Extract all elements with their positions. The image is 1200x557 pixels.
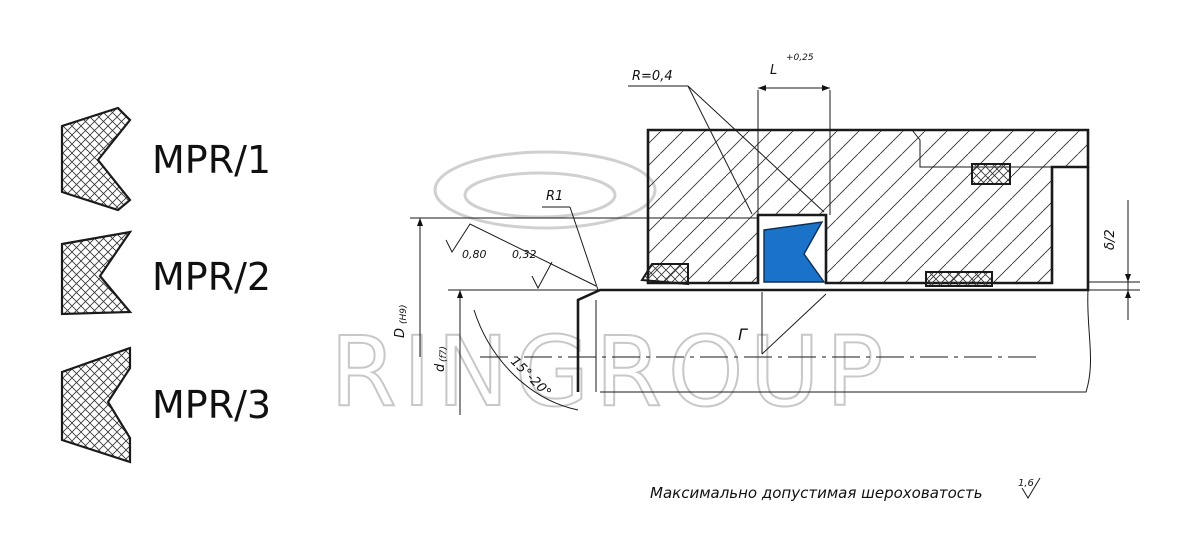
seal-cross-section — [763, 221, 826, 283]
rod-diameter-label: d — [433, 363, 448, 372]
profile-mpr-3: MPR/3 — [60, 346, 271, 464]
profile-mpr-2: MPR/2 — [60, 230, 271, 316]
seal-in-groove — [763, 221, 826, 283]
roughness-note-text: Максимально допустимая шероховатость — [650, 484, 983, 502]
roughness-032-label: 0,32 — [512, 248, 537, 261]
roughness-note: Максимально допустимая шероховатость 1,6 — [650, 477, 1041, 502]
groove-width-label: L — [770, 63, 777, 78]
housing — [640, 128, 1090, 287]
profile-label: MPR/1 — [152, 138, 271, 182]
groove-radius-label: R=0,4 — [632, 69, 673, 84]
v-lip-seal-profile-icon — [60, 106, 132, 212]
gamma-label: Г — [738, 325, 748, 344]
profile-label: MPR/2 — [152, 255, 271, 299]
corner-radius-label: R1 — [546, 189, 563, 204]
watermark-text: RINGROUP — [330, 316, 890, 428]
v-lip-seal-notched-profile-icon — [60, 230, 133, 316]
roughness-symbol-icon — [1021, 477, 1041, 499]
roughness-note-value: 1,6 — [1018, 478, 1034, 489]
clearance-label: δ/2 — [1103, 229, 1118, 250]
profile-label: MPR/3 — [152, 383, 271, 427]
rod-diameter-tolerance: (f7) — [439, 346, 449, 362]
v-lip-seal-square-base-profile-icon — [60, 346, 132, 464]
roughness-080-label: 0,80 — [462, 248, 487, 261]
groove-width-tolerance: +0,25 — [786, 53, 814, 63]
profile-mpr-1: MPR/1 — [60, 106, 271, 212]
groove-diameter-tolerance: (H9) — [399, 304, 409, 324]
groove-diameter-label: D — [393, 328, 408, 338]
watermark: RINGROUP — [329, 150, 890, 429]
